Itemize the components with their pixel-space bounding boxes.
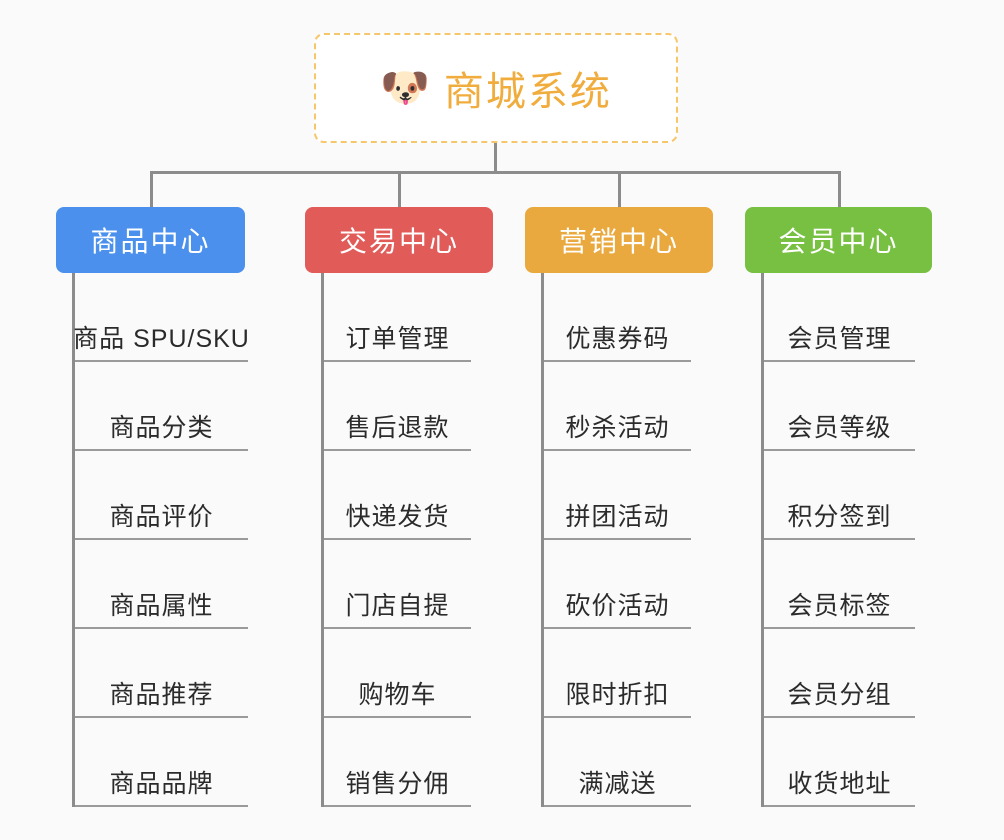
leaf-item[interactable]: 购物车: [324, 629, 471, 718]
leaf-list-member-center: 会员管理 会员等级 积分签到 会员标签 会员分组 收货地址: [761, 273, 915, 807]
leaf-item[interactable]: 销售分佣: [324, 718, 471, 807]
leaf-item[interactable]: 砍价活动: [544, 540, 691, 629]
leaf-label: 积分签到: [787, 503, 892, 531]
leaf-label: 购物车: [358, 681, 437, 709]
connector-drop-trade-center: [398, 171, 401, 209]
leaf-item[interactable]: 会员管理: [764, 273, 915, 362]
leaf-label: 秒杀活动: [565, 414, 670, 442]
category-label: 营销中心: [558, 226, 679, 257]
leaf-label: 商品评价: [109, 503, 214, 531]
category-box-marketing-center[interactable]: 营销中心: [525, 207, 713, 273]
leaf-item[interactable]: 满减送: [544, 718, 691, 807]
leaf-item[interactable]: 订单管理: [324, 273, 471, 362]
leaf-label: 优惠券码: [565, 325, 670, 353]
leaf-label: 会员等级: [787, 414, 892, 442]
leaf-item[interactable]: 售后退款: [324, 362, 471, 451]
leaf-item[interactable]: 秒杀活动: [544, 362, 691, 451]
leaf-item[interactable]: 收货地址: [764, 718, 915, 807]
category-label: 商品中心: [90, 226, 211, 257]
connector-root-stem: [494, 143, 497, 174]
leaf-list-trade-center: 订单管理 售后退款 快递发货 门店自提 购物车 销售分佣: [321, 273, 471, 807]
leaf-item[interactable]: 商品属性: [75, 540, 248, 629]
leaf-label: 商品分类: [109, 414, 214, 442]
connector-drop-marketing-center: [618, 171, 621, 209]
leaf-label: 销售分佣: [345, 770, 450, 798]
leaf-label: 商品属性: [109, 592, 214, 620]
branch-trade-center: 交易中心 订单管理 售后退款 快递发货 门店自提 购物车 销售分佣: [305, 207, 493, 807]
leaf-item[interactable]: 门店自提: [324, 540, 471, 629]
leaf-label: 会员标签: [787, 592, 892, 620]
leaf-label: 会员管理: [787, 325, 892, 353]
leaf-item[interactable]: 快递发货: [324, 451, 471, 540]
leaf-label: 售后退款: [345, 414, 450, 442]
leaf-item[interactable]: 限时折扣: [544, 629, 691, 718]
leaf-item[interactable]: 优惠券码: [544, 273, 691, 362]
branch-member-center: 会员中心 会员管理 会员等级 积分签到 会员标签 会员分组 收货地址: [745, 207, 932, 807]
root-node[interactable]: 🐶 商城系统: [314, 33, 678, 143]
leaf-item[interactable]: 会员标签: [764, 540, 915, 629]
category-label: 会员中心: [778, 226, 899, 257]
leaf-label: 商品 SPU/SKU: [73, 325, 250, 353]
category-box-product-center[interactable]: 商品中心: [56, 207, 245, 273]
leaf-item[interactable]: 积分签到: [764, 451, 915, 540]
leaf-list-product-center: 商品 SPU/SKU 商品分类 商品评价 商品属性 商品推荐 商品品牌: [72, 273, 250, 807]
leaf-label: 砍价活动: [565, 592, 670, 620]
leaf-label: 商品品牌: [109, 770, 214, 798]
leaf-item[interactable]: 商品品牌: [75, 718, 248, 807]
leaf-item[interactable]: 会员分组: [764, 629, 915, 718]
leaf-label: 拼团活动: [565, 503, 670, 531]
connector-drop-product-center: [150, 171, 153, 209]
leaf-label: 收货地址: [787, 770, 892, 798]
leaf-item[interactable]: 商品 SPU/SKU: [73, 273, 250, 362]
leaf-label: 限时折扣: [565, 681, 670, 709]
root-title: 商城系统: [443, 70, 612, 114]
branch-product-center: 商品中心 商品 SPU/SKU 商品分类 商品评价 商品属性 商品推荐 商品品牌: [56, 207, 250, 807]
category-label: 交易中心: [338, 226, 459, 257]
connector-drop-member-center: [838, 171, 841, 209]
dog-face-icon: 🐶: [380, 66, 430, 110]
leaf-label: 会员分组: [787, 681, 892, 709]
leaf-list-marketing-center: 优惠券码 秒杀活动 拼团活动 砍价活动 限时折扣 满减送: [541, 273, 691, 807]
leaf-item[interactable]: 商品推荐: [75, 629, 248, 718]
leaf-item[interactable]: 拼团活动: [544, 451, 691, 540]
category-box-trade-center[interactable]: 交易中心: [305, 207, 493, 273]
leaf-item[interactable]: 商品分类: [75, 362, 248, 451]
leaf-label: 门店自提: [345, 592, 450, 620]
leaf-item[interactable]: 商品评价: [75, 451, 248, 540]
leaf-item[interactable]: 会员等级: [764, 362, 915, 451]
leaf-label: 满减送: [578, 770, 657, 798]
connector-horizontal-bar: [150, 171, 841, 174]
category-box-member-center[interactable]: 会员中心: [745, 207, 932, 273]
branch-marketing-center: 营销中心 优惠券码 秒杀活动 拼团活动 砍价活动 限时折扣 满减送: [525, 207, 713, 807]
leaf-label: 订单管理: [345, 325, 450, 353]
leaf-label: 快递发货: [345, 503, 450, 531]
leaf-label: 商品推荐: [109, 681, 214, 709]
